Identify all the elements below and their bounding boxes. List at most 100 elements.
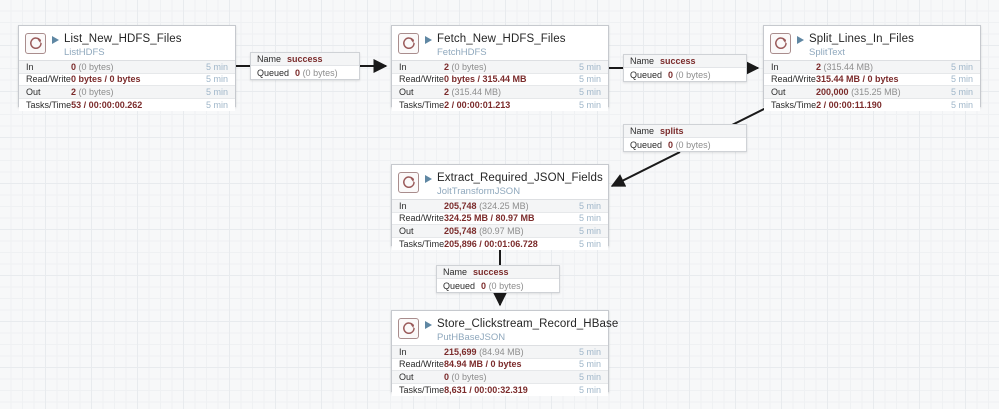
- stat-time-window: 5 min: [578, 86, 601, 97]
- queued-size: (0 bytes): [675, 69, 711, 80]
- run-status-play-icon[interactable]: [52, 36, 59, 44]
- stat-value: 205,896 / 00:01:06.728: [444, 239, 564, 249]
- stat-label: Tasks/Time: [399, 100, 445, 111]
- stat-label: In: [26, 61, 34, 72]
- connection-name-key: Name: [443, 267, 468, 277]
- stat-value-main: 0 bytes / 0 bytes: [71, 74, 141, 85]
- stat-time-window: 5 min: [578, 74, 601, 85]
- stat-time-window: 5 min: [950, 86, 973, 97]
- stat-value-main: 2: [71, 86, 77, 97]
- stat-label: Read/Write: [399, 74, 444, 85]
- stat-value: 84.94 MB / 0 bytes: [444, 359, 564, 369]
- stat-value: 205,748 (324.25 MB): [444, 201, 564, 211]
- stat-value-main: 2: [444, 61, 450, 72]
- processor-type: JoltTransformJSON: [437, 186, 521, 198]
- stat-value: 2 (0 bytes): [71, 87, 191, 97]
- stat-time-window: 5 min: [578, 371, 601, 382]
- stat-time-window: 5 min: [578, 100, 601, 111]
- stat-label: Tasks/Time: [399, 239, 445, 250]
- stat-value-main: 205,748: [444, 200, 477, 211]
- queued-count: 0: [295, 67, 301, 78]
- stat-value: 2 (0 bytes): [444, 62, 564, 72]
- stat-value: 0 (0 bytes): [71, 62, 191, 72]
- processor-type: PutHBaseJSON: [437, 332, 506, 344]
- stat-value-main: 2 / 00:00:01.213: [444, 100, 511, 111]
- queued-count: 0: [668, 139, 674, 150]
- stat-time-window: 5 min: [950, 100, 973, 111]
- stat-value: 315.44 MB / 0 bytes: [816, 74, 936, 84]
- stat-label: Out: [26, 86, 41, 97]
- stat-time-window: 5 min: [578, 225, 601, 236]
- stat-value-sub: (315.44 MB): [823, 61, 874, 72]
- connection-name-key: Name: [257, 54, 282, 64]
- stat-value-sub: (324.25 MB): [479, 200, 529, 211]
- stat-value-sub: (0 bytes): [451, 371, 487, 382]
- stat-value-sub: (0 bytes): [78, 86, 114, 97]
- stat-value: 2 (315.44 MB): [816, 62, 936, 72]
- stat-time-window: 5 min: [578, 239, 601, 250]
- processor-refresh-icon: [398, 318, 419, 339]
- stat-value-main: 205,896 / 00:01:06.728: [444, 239, 538, 250]
- stat-value: 0 bytes / 315.44 MB: [444, 74, 564, 84]
- processor-name: List_New_HDFS_Files: [64, 33, 182, 45]
- stat-value-sub: (0 bytes): [451, 61, 487, 72]
- processor-type: ListHDFS: [64, 47, 105, 59]
- stat-value-main: 0: [444, 371, 450, 382]
- connection-queued-value: 0 (0 bytes): [295, 68, 338, 78]
- connection-name-value: splits: [660, 126, 684, 136]
- stat-label: Out: [399, 371, 414, 382]
- stat-label: Out: [399, 225, 414, 236]
- processor-name: Extract_Required_JSON_Fields: [437, 172, 603, 184]
- queued-size: (0 bytes): [488, 280, 524, 291]
- stat-value-main: 0: [71, 61, 77, 72]
- run-status-play-icon[interactable]: [425, 321, 432, 329]
- run-status-play-icon[interactable]: [797, 36, 804, 44]
- run-status-play-icon[interactable]: [425, 36, 432, 44]
- stat-time-window: 5 min: [950, 61, 973, 72]
- stat-value-main: 200,000: [816, 86, 849, 97]
- stat-label: In: [399, 346, 407, 357]
- connection-name-value: success: [287, 54, 323, 64]
- stat-value-sub: (80.97 MB): [479, 225, 524, 236]
- processor-refresh-icon: [770, 33, 791, 54]
- processor-refresh-icon: [25, 33, 46, 54]
- stat-value-main: 2: [444, 86, 450, 97]
- stat-time-window: 5 min: [205, 86, 228, 97]
- run-status-play-icon[interactable]: [425, 175, 432, 183]
- stat-label: Tasks/Time: [399, 385, 445, 396]
- stat-row: Out 2 (0 bytes) 5 min: [19, 86, 235, 99]
- stat-value: 53 / 00:00:00.262: [71, 100, 191, 110]
- connection-queued-value: 0 (0 bytes): [668, 70, 711, 80]
